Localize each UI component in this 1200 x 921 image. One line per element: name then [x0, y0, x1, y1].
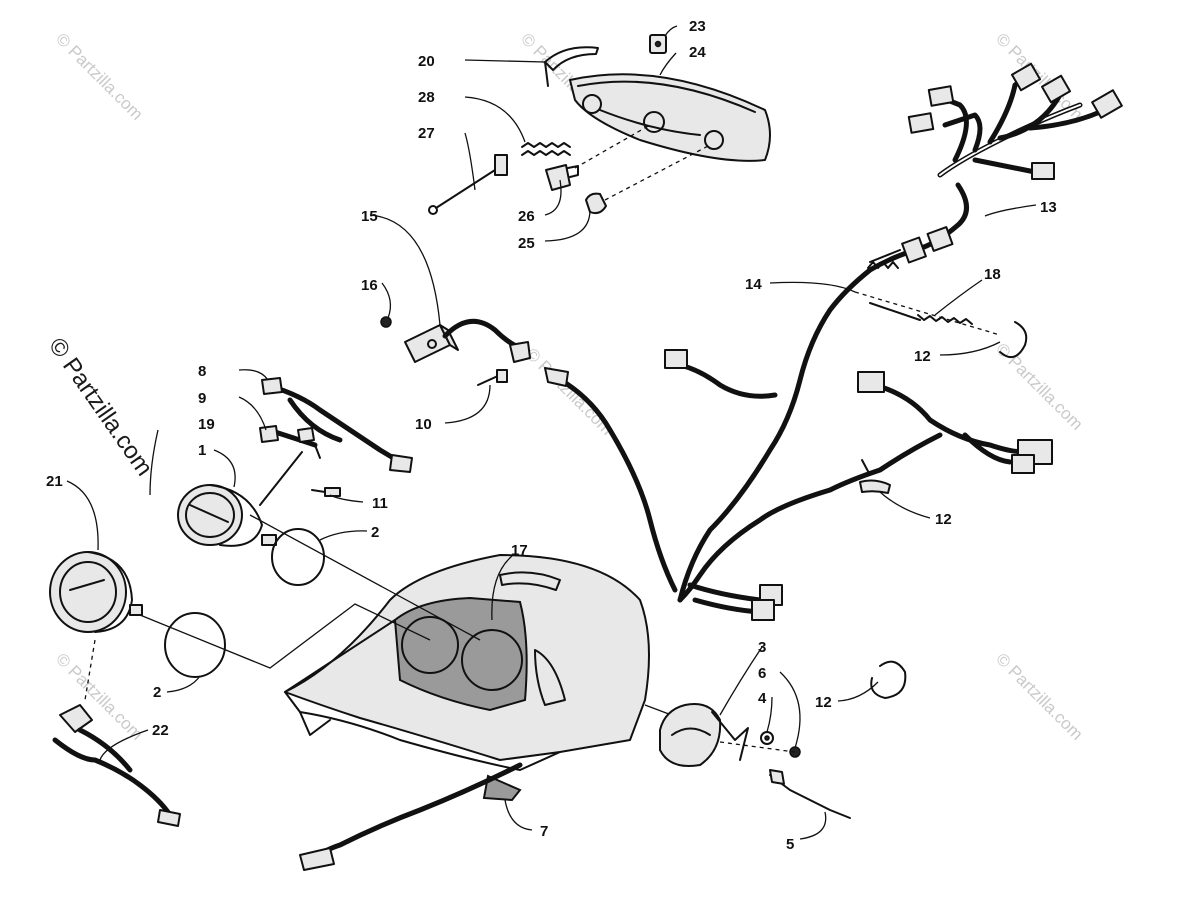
- gauge-1: [177, 484, 277, 547]
- callout-12-mid: 12: [935, 511, 952, 528]
- bezel-ring: [271, 528, 325, 586]
- lamp-socket: [52, 639, 181, 827]
- bezel-ring: [164, 612, 226, 678]
- callout-2-lower: 2: [153, 684, 161, 701]
- callout-leaders: [66, 25, 1037, 840]
- callout-1: 1: [198, 442, 206, 459]
- callout-25: 25: [518, 235, 535, 252]
- callout-12-lower: 12: [815, 694, 832, 711]
- callout-8: 8: [198, 363, 206, 380]
- speedo-cable: [769, 769, 851, 819]
- callout-14: 14: [745, 276, 762, 293]
- watermark: © Partzilla.com: [522, 344, 616, 438]
- watermark: © Partzilla.com: [52, 649, 146, 743]
- callout-2-upper: 2: [371, 524, 379, 541]
- watermark-side: © Partzilla.com: [43, 333, 158, 481]
- lower-harness: [299, 762, 523, 871]
- callout-26: 26: [518, 208, 535, 225]
- main-wiring-harness: [677, 62, 1123, 603]
- callout-20: 20: [418, 53, 435, 70]
- warning-decal: [482, 774, 522, 802]
- callout-labels: 20 23 24 28 27 26 25 15 16 10 8 9 19 1 1…: [46, 18, 1057, 853]
- callout-13: 13: [1040, 199, 1057, 216]
- callout-15: 15: [361, 208, 378, 225]
- sub-harness-right: [677, 371, 1053, 603]
- callout-10: 10: [415, 416, 432, 433]
- callout-18: 18: [984, 266, 1001, 283]
- watermark: © Partzilla.com: [52, 29, 146, 123]
- callout-21: 21: [46, 473, 63, 490]
- callout-3: 3: [758, 639, 766, 656]
- callout-6: 6: [758, 665, 766, 682]
- callout-5: 5: [786, 836, 794, 853]
- cable-assembly: [854, 249, 1028, 699]
- voltage-regulator: [380, 316, 678, 593]
- callout-19: 19: [198, 416, 215, 433]
- callout-11: 11: [372, 495, 388, 512]
- callout-7: 7: [540, 823, 548, 840]
- callout-9: 9: [198, 390, 206, 407]
- callout-4: 4: [758, 690, 767, 707]
- callout-27: 27: [418, 125, 435, 142]
- gauge-harness: [259, 377, 413, 506]
- callout-28: 28: [418, 89, 435, 106]
- watermark: © Partzilla.com: [992, 339, 1086, 433]
- watermark: © Partzilla.com: [992, 649, 1086, 743]
- gauge-3: [659, 703, 801, 767]
- gauge-21: [49, 551, 143, 633]
- callout-12-right: 12: [914, 348, 931, 365]
- callout-24: 24: [689, 44, 706, 61]
- callout-16: 16: [361, 277, 378, 294]
- callout-23: 23: [689, 18, 706, 35]
- dash-panel: [284, 554, 650, 771]
- headlight-assembly: [428, 34, 771, 215]
- callout-17: 17: [511, 542, 528, 559]
- callout-22: 22: [152, 722, 169, 739]
- sub-harness-mid: [664, 349, 783, 621]
